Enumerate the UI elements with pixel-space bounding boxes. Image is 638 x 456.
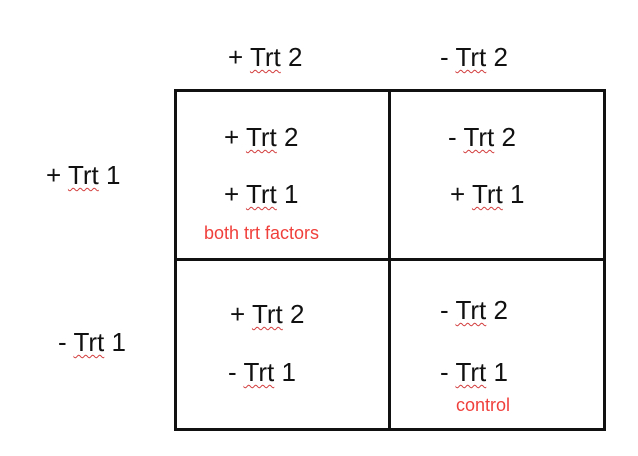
cell-note-both-trt-factors: both trt factors xyxy=(204,223,320,243)
cell-top-left-trt1: + Trt 1 xyxy=(224,179,299,209)
cell-top-right-trt1: + Trt 1 xyxy=(450,179,525,209)
grid-horizontal-divider xyxy=(174,258,606,261)
cell-bottom-left-trt2: + Trt 2 xyxy=(230,299,305,329)
column-header-plus-trt2: + Trt 2 xyxy=(228,42,303,72)
cell-top-left-trt2: + Trt 2 xyxy=(224,122,299,152)
cell-note-control: control xyxy=(456,395,511,415)
cell-top-right-trt2: - Trt 2 xyxy=(448,122,516,152)
cell-bottom-right-trt2: - Trt 2 xyxy=(440,295,508,325)
cell-bottom-left-trt1: - Trt 1 xyxy=(228,357,296,387)
row-header-minus-trt1: - Trt 1 xyxy=(58,327,126,357)
column-header-minus-trt2: - Trt 2 xyxy=(440,42,508,72)
row-header-plus-trt1: + Trt 1 xyxy=(46,160,121,190)
cell-bottom-right-trt1: - Trt 1 xyxy=(440,357,508,387)
